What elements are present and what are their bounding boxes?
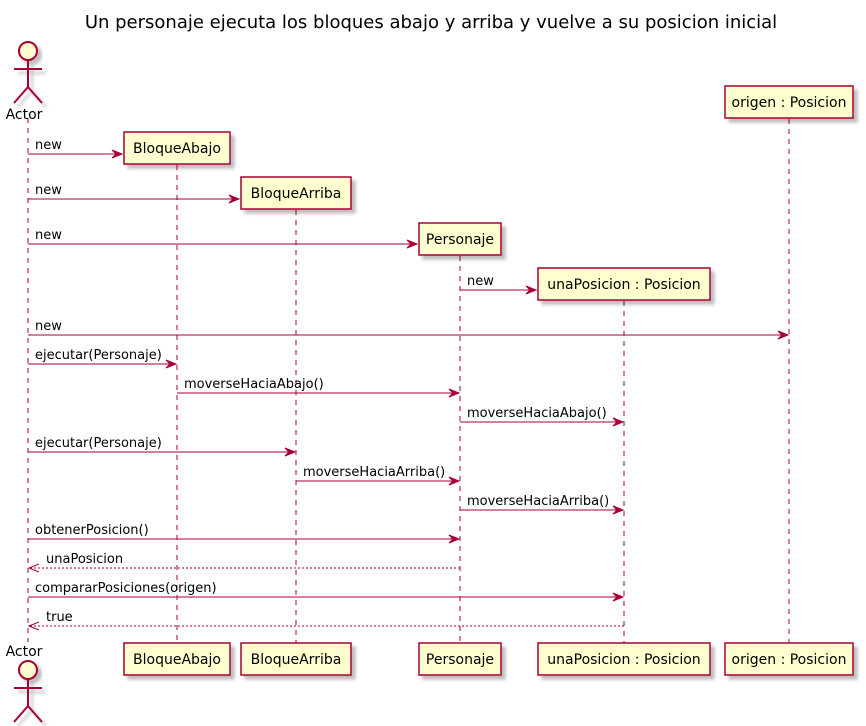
message-9: ejecutar(Personaje) — [28, 436, 297, 457]
participant-label: BloqueArriba — [251, 186, 342, 202]
message-label: ejecutar(Personaje) — [35, 436, 162, 451]
participant-label: origen : Posicion — [732, 95, 847, 111]
participant-rect — [123, 642, 231, 676]
participant-rect — [418, 642, 502, 676]
participant-box-unaPosicion-top: unaPosicion : Posicion — [537, 267, 711, 301]
message-8: moverseHaciaAbajo() — [460, 406, 625, 427]
message-label: compararPosiciones(origen) — [35, 581, 217, 596]
message-3: new — [28, 228, 419, 249]
arrowhead-icon — [612, 505, 625, 515]
message-1: new — [28, 138, 124, 159]
participant-box-bloqueArriba-bottom: BloqueArriba — [240, 642, 352, 676]
arrowhead-icon — [406, 239, 419, 249]
participant-box-origen-bottom: origen : Posicion — [724, 642, 854, 676]
participant-box-personaje-top: Personaje — [418, 222, 502, 256]
actor-body-icon — [13, 679, 43, 723]
participant-rect — [537, 642, 711, 676]
message-label: true — [46, 610, 73, 625]
participant-box-bloqueAbajo-top: BloqueAbajo — [123, 131, 231, 165]
arrowhead-icon — [27, 621, 40, 631]
actor-figure: Actor — [6, 41, 43, 123]
arrowhead-icon — [284, 447, 297, 457]
participant-heads: ActorActorBloqueAbajoBloqueAbajoBloqueAr… — [6, 41, 854, 723]
participant-rect — [537, 267, 711, 301]
message-label: new — [35, 138, 62, 153]
participant-label: Personaje — [426, 652, 494, 668]
message-10: moverseHaciaArriba() — [296, 465, 461, 486]
participant-label: origen : Posicion — [732, 652, 847, 668]
message-6: ejecutar(Personaje) — [28, 348, 178, 369]
arrowhead-icon — [165, 359, 178, 369]
participant-label: BloqueAbajo — [133, 141, 221, 157]
message-5: new — [28, 319, 790, 340]
message-label: new — [35, 319, 62, 334]
message-4: new — [460, 274, 538, 295]
message-label: new — [467, 274, 494, 289]
participant-box-personaje-bottom: Personaje — [418, 642, 502, 676]
message-label: unaPosicion — [46, 552, 123, 567]
participant-label: Personaje — [426, 232, 494, 248]
participant-rect — [724, 85, 854, 119]
participant-box-unaPosicion-bottom: unaPosicion : Posicion — [537, 642, 711, 676]
arrowhead-icon — [612, 592, 625, 602]
message-14: compararPosiciones(origen) — [28, 581, 625, 602]
participant-label: unaPosicion : Posicion — [547, 277, 700, 293]
participant-rect — [240, 642, 352, 676]
message-12: obtenerPosicion() — [28, 523, 461, 544]
arrowhead-icon — [228, 194, 241, 204]
participant-rect — [240, 176, 352, 210]
arrowhead-icon — [448, 476, 461, 486]
message-label: moverseHaciaAbajo() — [184, 377, 324, 392]
message-11: moverseHaciaArriba() — [460, 494, 625, 515]
actor-head-icon — [18, 41, 38, 61]
message-label: moverseHaciaAbajo() — [467, 406, 607, 421]
message-label: moverseHaciaArriba() — [467, 494, 609, 509]
message-label: new — [35, 183, 62, 198]
actor-label: Actor — [6, 644, 43, 660]
message-2: new — [28, 183, 241, 204]
message-label: moverseHaciaArriba() — [303, 465, 445, 480]
participant-rect — [724, 642, 854, 676]
message-15: true — [27, 610, 624, 631]
arrowhead-icon — [111, 149, 124, 159]
participant-box-origen-top: origen : Posicion — [724, 85, 854, 119]
actor-body-icon — [13, 60, 43, 104]
actor-label: Actor — [6, 107, 43, 123]
participant-rect — [123, 131, 231, 165]
arrowhead-icon — [448, 534, 461, 544]
arrowhead-icon — [612, 417, 625, 427]
participant-rect — [418, 222, 502, 256]
participant-label: BloqueAbajo — [133, 652, 221, 668]
participant-label: unaPosicion : Posicion — [547, 652, 700, 668]
arrowhead-icon — [777, 330, 790, 340]
diagram-title: Un personaje ejecuta los bloques abajo y… — [85, 12, 777, 33]
messages: new new new new new ejecutar(Personaje) movers… — [27, 138, 790, 631]
participant-label: BloqueArriba — [251, 652, 342, 668]
message-label: new — [35, 228, 62, 243]
arrowhead-icon — [27, 563, 40, 573]
arrowhead-icon — [525, 285, 538, 295]
lifelines — [27, 118, 790, 643]
message-13: unaPosicion — [27, 552, 460, 573]
participant-box-bloqueAbajo-bottom: BloqueAbajo — [123, 642, 231, 676]
message-7: moverseHaciaAbajo() — [177, 377, 461, 398]
actor-head-icon — [18, 660, 38, 680]
arrowhead-icon — [448, 388, 461, 398]
participant-box-bloqueArriba-top: BloqueArriba — [240, 176, 352, 210]
actor-figure: Actor — [6, 644, 43, 723]
message-label: obtenerPosicion() — [35, 523, 149, 538]
message-label: ejecutar(Personaje) — [35, 348, 162, 363]
